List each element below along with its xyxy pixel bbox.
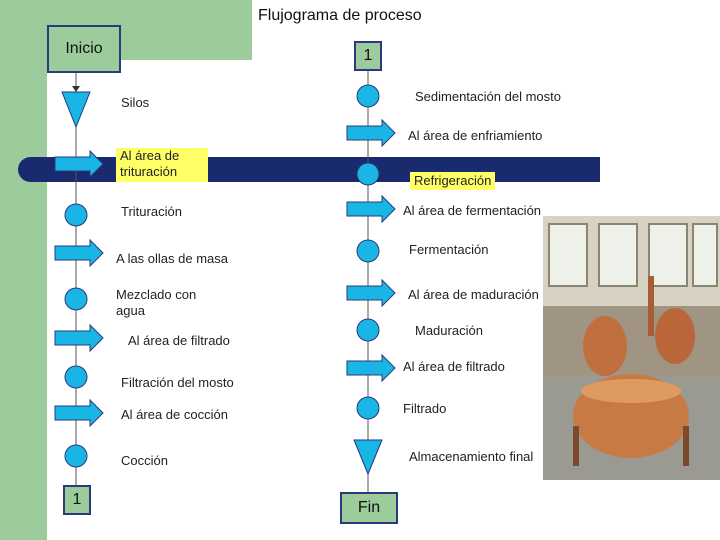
filtrado-circle bbox=[356, 396, 380, 420]
green-top-panel bbox=[0, 0, 252, 60]
green-left-strip bbox=[0, 0, 47, 540]
connector-left-box: 1 bbox=[63, 485, 91, 515]
sedimentacion-circle bbox=[356, 84, 380, 108]
label-sedimentacion: Sedimentación del mosto bbox=[415, 89, 561, 104]
label-coccion: Cocción bbox=[121, 453, 168, 468]
label-a-maduracion: Al área de maduración bbox=[408, 287, 541, 302]
brewery-photo bbox=[543, 216, 720, 480]
navy-band bbox=[18, 157, 600, 182]
silos-triangle bbox=[61, 91, 91, 129]
coccion-circle bbox=[64, 444, 88, 468]
start-arrow-head bbox=[72, 86, 80, 92]
filtracion-circle bbox=[64, 365, 88, 389]
label-silos: Silos bbox=[121, 95, 150, 110]
label-a-fermentacion: Al área de fermentación bbox=[403, 203, 542, 218]
a-filtrado-arrow bbox=[54, 323, 104, 353]
maduracion-circle bbox=[356, 318, 380, 342]
fermentacion-circle bbox=[356, 239, 380, 263]
a-filtrado-2-arrow bbox=[346, 353, 396, 383]
label-a-coccion: Al área de cocción bbox=[121, 407, 228, 422]
label-fermentacion: Fermentación bbox=[409, 242, 489, 257]
label-a-filtrado-2: Al área de filtrado bbox=[403, 359, 505, 374]
end-box: Fin bbox=[340, 492, 398, 524]
label-filtracion: Filtración del mosto bbox=[121, 375, 234, 390]
almacenamiento-triangle bbox=[353, 439, 383, 476]
trituracion-circle bbox=[64, 203, 88, 227]
label-filtrado: Filtrado bbox=[403, 401, 447, 416]
connector-right-box: 1 bbox=[354, 41, 382, 71]
a-coccion-arrow bbox=[54, 398, 104, 428]
label-a-ollas: A las ollas de masa bbox=[116, 251, 229, 266]
label-a-enfriamiento: Al área de enfriamiento bbox=[408, 128, 543, 143]
a-fermentacion-arrow bbox=[346, 194, 396, 224]
label-a-filtrado: Al área de filtrado bbox=[128, 333, 230, 348]
label-almacenamiento: Almacenamiento final bbox=[409, 449, 534, 464]
a-maduracion-arrow bbox=[346, 278, 396, 308]
label-maduracion: Maduración bbox=[415, 323, 483, 338]
label-a-trituracion-text: Al área de trituración bbox=[120, 148, 180, 179]
label-mezclado: Mezclado con agua bbox=[116, 287, 197, 318]
a-ollas-arrow bbox=[54, 238, 104, 268]
mezclado-circle bbox=[64, 287, 88, 311]
label-trituracion: Trituración bbox=[121, 204, 182, 219]
a-trituracion-arrow bbox=[54, 149, 104, 179]
page-title: Flujograma de proceso bbox=[258, 7, 422, 24]
a-enfriamiento-arrow bbox=[346, 118, 396, 148]
label-refrigeracion: Refrigeración bbox=[410, 172, 496, 190]
label-a-trituracion: Al área de trituración bbox=[116, 148, 208, 182]
refrigeracion-circle bbox=[356, 162, 380, 186]
start-box: Inicio bbox=[47, 25, 121, 73]
